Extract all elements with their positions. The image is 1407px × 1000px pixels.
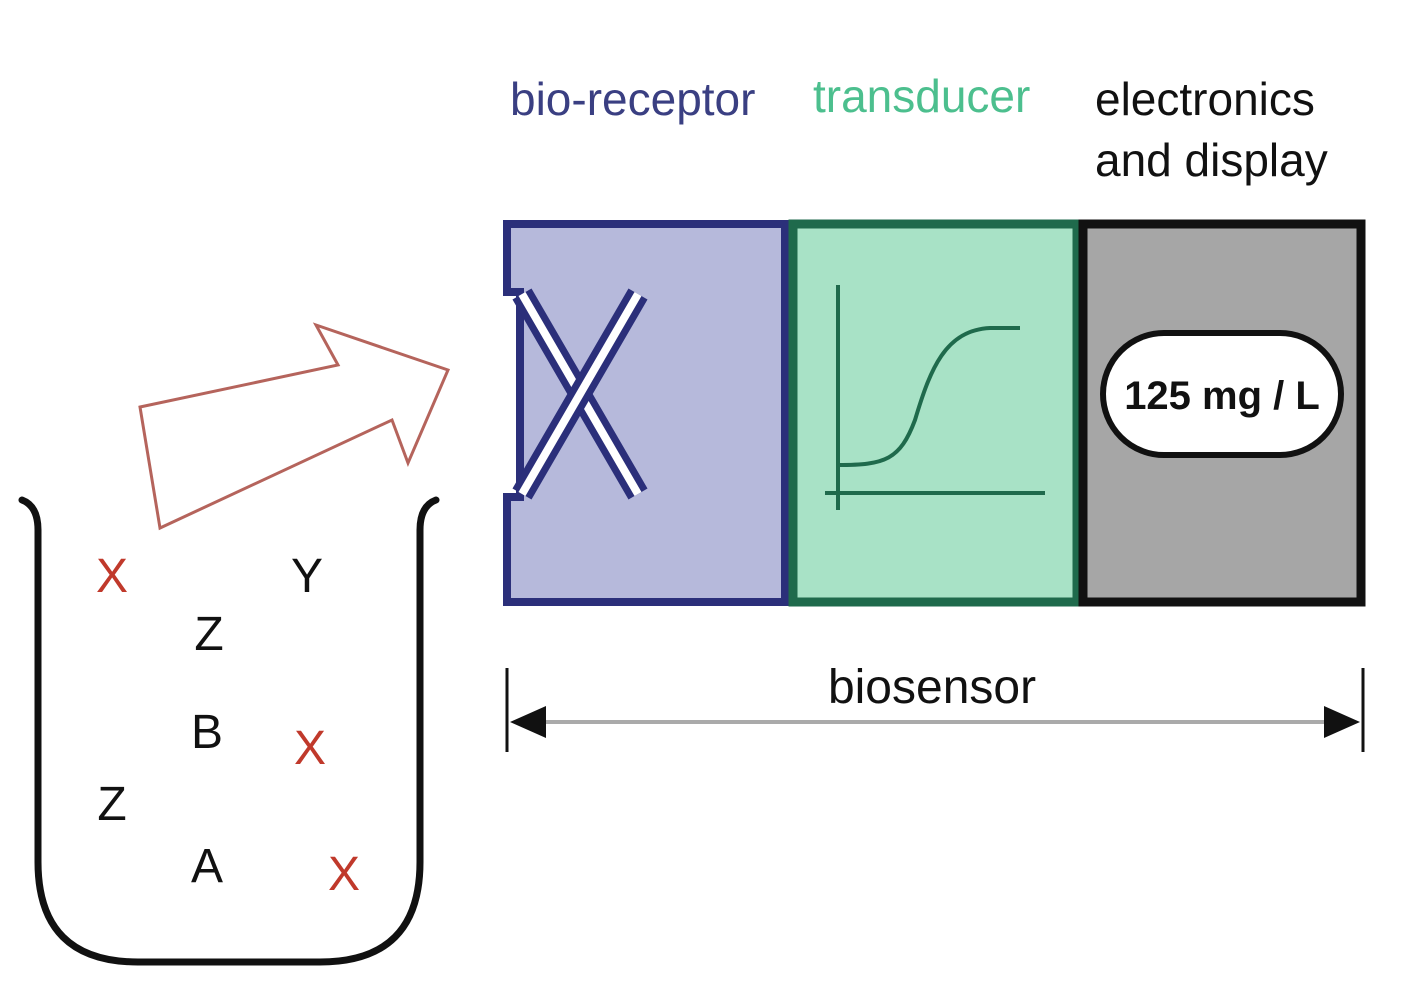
readout-display xyxy=(1100,330,1344,458)
biosensor-label: biosensor xyxy=(828,661,1036,714)
transducer-body xyxy=(788,219,1082,607)
electronics-block: 125 mg / L xyxy=(1078,219,1366,607)
receptor-x-icon xyxy=(512,288,648,500)
electronics-label-line2: and display xyxy=(1095,134,1328,186)
sigmoid-graph-icon xyxy=(825,285,1045,510)
transducer-block xyxy=(788,219,1082,607)
molecule: Z xyxy=(97,778,126,831)
bioreceptor-label: bio-receptor xyxy=(510,73,755,125)
left-arrowhead xyxy=(510,706,546,738)
molecule-group: X Y Z B X Z A X xyxy=(96,550,360,901)
bioreceptor-block xyxy=(503,220,789,606)
molecule-target: X xyxy=(328,848,360,901)
molecule: Z xyxy=(194,608,223,661)
readout-value: 125 mg / L xyxy=(1124,374,1320,418)
molecule: B xyxy=(191,706,223,759)
electronics-label-line1: electronics xyxy=(1095,73,1315,125)
right-arrowhead xyxy=(1324,706,1360,738)
bioreceptor-body xyxy=(503,220,789,606)
molecule: A xyxy=(191,840,223,893)
sample-flow-arrow xyxy=(138,322,451,531)
molecule-target: X xyxy=(96,550,128,603)
beaker xyxy=(18,496,440,966)
molecule-target: X xyxy=(294,722,326,775)
biosensor-span: biosensor xyxy=(505,661,1365,752)
transducer-label: transducer xyxy=(813,70,1030,122)
molecule: Y xyxy=(291,550,323,603)
